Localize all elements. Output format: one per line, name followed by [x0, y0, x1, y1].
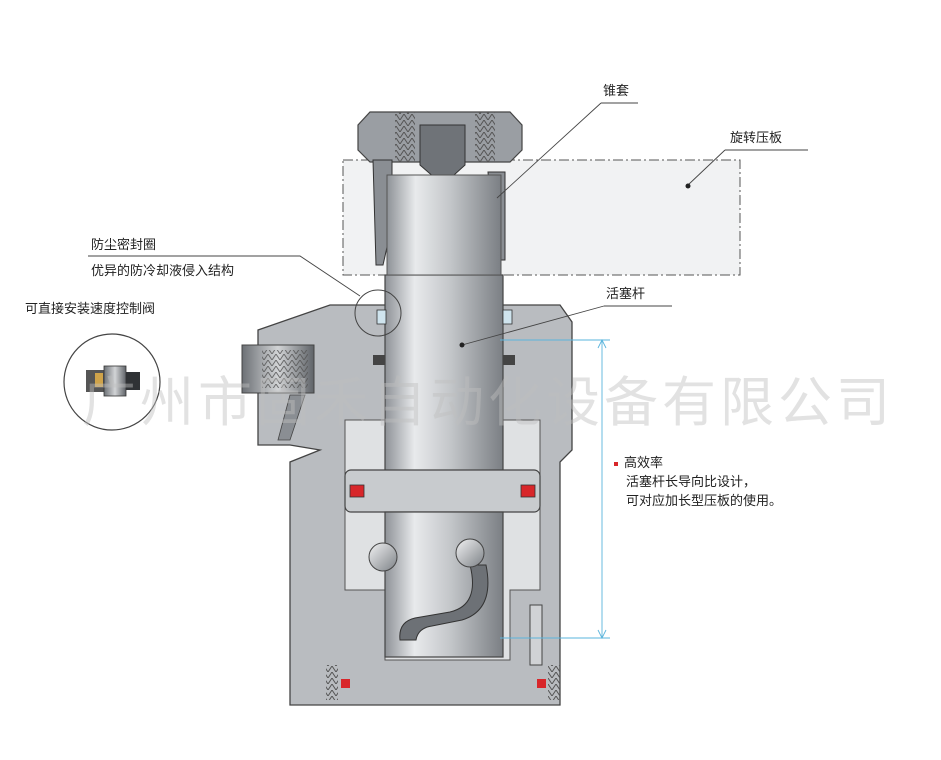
note-title: 高效率 [624, 456, 664, 471]
bottom-seal-left [341, 679, 350, 688]
piston-rod-upper [386, 174, 502, 276]
leader-dust-seal [88, 255, 361, 297]
piston-disk [344, 469, 541, 513]
efficiency-note: 高效率 活塞杆长导向比设计， 可对应加长型压板的使用。 [614, 454, 782, 511]
steel-ball-left [368, 542, 398, 572]
watermark-text: 广州市固禾自动化设备有限公司 [82, 371, 894, 434]
note-line-2: 可对应加长型压板的使用。 [626, 494, 783, 509]
dust-seal-highlight [354, 289, 402, 337]
steel-ball-right [455, 538, 485, 568]
note-title-row: 高效率 [614, 454, 782, 473]
label-piston-rod: 活塞杆 [606, 287, 646, 302]
dust-seal-right [502, 309, 513, 325]
note-line-1: 活塞杆长导向比设计， [626, 475, 757, 490]
bottom-seal-right [537, 679, 546, 688]
label-dust-seal: 防尘密封圈 [91, 238, 157, 253]
label-rotary-plate: 旋转压板 [730, 131, 783, 146]
piston-seal-right [520, 484, 536, 498]
label-dust-seal-desc: 优异的防冷却液侵入结构 [91, 264, 235, 279]
spring-pin [529, 604, 543, 666]
label-cone-sleeve: 锥套 [603, 84, 630, 99]
piston-seal-left [349, 484, 365, 498]
cam-groove [399, 564, 489, 641]
red-bullet-icon [614, 461, 618, 466]
stroke-dimension [500, 338, 610, 640]
piston-rod [384, 274, 504, 476]
label-speed-valve: 可直接安装速度控制阀 [25, 302, 156, 317]
dust-seal-left [376, 309, 387, 325]
